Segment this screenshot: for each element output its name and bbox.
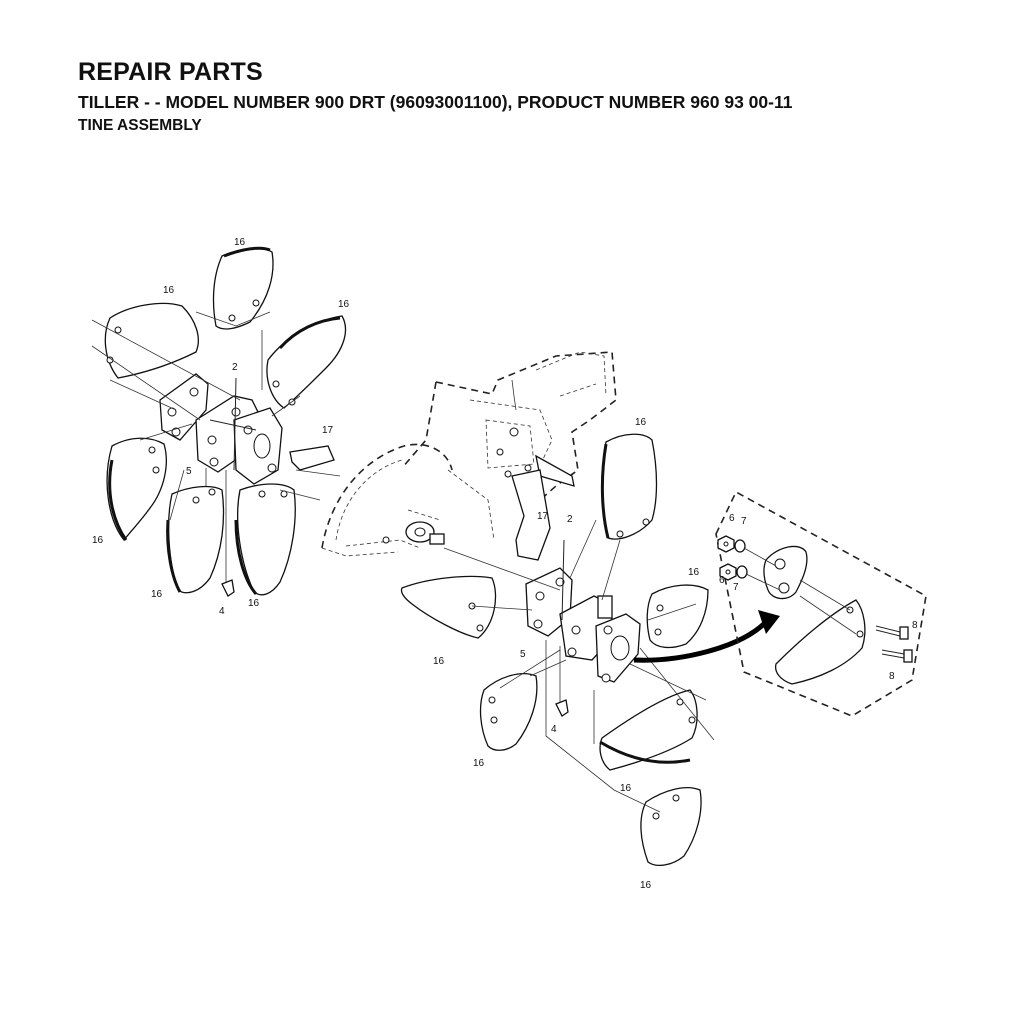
right-pin [561,539,565,621]
bolt-lower [881,649,913,663]
callout-16: 16 [620,783,632,794]
callout-8: 8 [889,671,895,682]
callout-16: 16 [234,237,246,248]
center-bracket [511,469,551,561]
callout-17: 17 [537,511,549,522]
callout-7: 7 [741,516,747,527]
tiller-housing [321,351,617,557]
left-bracket [289,445,335,471]
page-title: REPAIR PARTS [78,58,263,86]
tine-right-middle [646,584,709,649]
left-tine-assembly [91,246,347,597]
right-tine-assembly [400,433,715,867]
nut-lower [719,563,737,581]
callout-6: 6 [729,513,735,524]
callout-17: 17 [322,425,334,436]
nut-upper [717,535,735,553]
callout-5: 5 [186,466,192,477]
callout-16: 16 [688,567,700,578]
left-clip [221,579,235,597]
callout-16: 16 [640,880,652,891]
tine-right-top [600,433,658,540]
detail-arrow [633,610,780,663]
tine-right-left [400,575,497,639]
tine-lower-middle [166,485,225,594]
callout-4: 4 [219,606,225,617]
detail-inset [715,490,927,717]
tine-right-lower-left [479,673,538,751]
right-clip [555,699,569,717]
hub-plate [763,545,808,600]
lockwasher-upper [734,539,746,553]
callout-16: 16 [248,598,260,609]
callout-16: 16 [338,299,350,310]
tine-upper-left [104,302,199,379]
page-subtitle: TILLER - - MODEL NUMBER 900 DRT (9609300… [78,92,793,112]
tine-top [212,246,274,330]
tine-right-bottom [640,787,702,867]
callout-2: 2 [567,514,573,525]
lockwasher-lower [736,565,748,579]
bolt-upper [875,625,909,640]
callout-6: 6 [719,575,725,586]
callout-4: 4 [551,724,557,735]
right-hub [525,567,641,683]
callout-2: 2 [232,362,238,373]
callout-16: 16 [635,417,647,428]
callout-8: 8 [912,620,918,631]
callout-16: 16 [151,589,163,600]
callout-5: 5 [520,649,526,660]
callout-16: 16 [433,656,445,667]
tine-detail [774,599,866,685]
tine-lower-left [106,437,167,542]
callout-labels: 16 16 16 2 17 5 16 16 4 16 16 17 2 16 5 … [92,237,918,891]
tine-upper-right [266,315,347,409]
left-hub [159,373,283,485]
section-title: TINE ASSEMBLY [78,117,202,134]
callout-16: 16 [473,758,485,769]
tine-right-lower-right [599,689,698,771]
callout-16: 16 [163,285,175,296]
left-pin [233,377,237,471]
callout-16: 16 [92,535,104,546]
callout-7: 7 [733,582,739,593]
tine-lower-right [234,483,296,596]
